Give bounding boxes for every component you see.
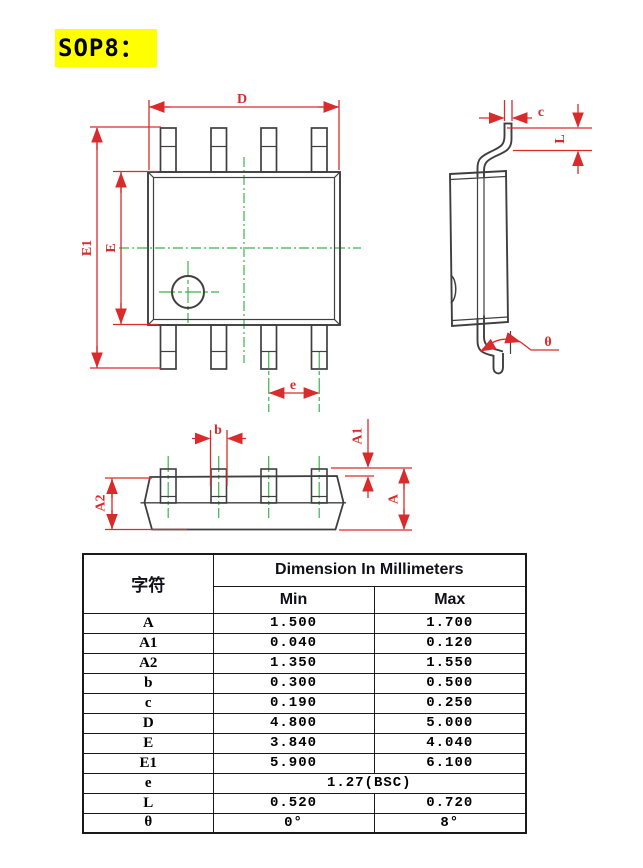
min-cell: 0.040 bbox=[212, 632, 375, 654]
symbol-cell: c bbox=[82, 692, 214, 714]
symbol-cell: L bbox=[82, 792, 214, 814]
symbol-cell: θ bbox=[82, 812, 214, 834]
table-row-b: b 0.300 0.500 bbox=[82, 672, 527, 694]
min-cell: 1.350 bbox=[212, 652, 375, 674]
dimension-units-header: Dimension In Millimeters bbox=[212, 553, 527, 587]
dim-label-c: c bbox=[538, 105, 544, 120]
dim-label-L: L bbox=[553, 134, 568, 143]
dim-label-b: b bbox=[214, 423, 222, 438]
package-body-top-view bbox=[147, 171, 341, 326]
front-pins bbox=[159, 468, 328, 504]
package-drawing: D E1 E e bbox=[80, 92, 592, 531]
dim-label-E1: E1 bbox=[80, 240, 95, 256]
dim-label-e: e bbox=[290, 378, 296, 393]
dim-label-D: D bbox=[237, 92, 247, 107]
table-row-E: E 3.840 4.040 bbox=[82, 732, 527, 754]
min-cell: 0.190 bbox=[212, 692, 375, 714]
symbol-cell: A bbox=[82, 612, 214, 634]
min-cell: 1.500 bbox=[212, 612, 375, 634]
top-pins bbox=[159, 127, 328, 173]
table-row-A2: A2 1.350 1.550 bbox=[82, 652, 527, 674]
table-row-D: D 4.800 5.000 bbox=[82, 712, 527, 734]
table-row-theta: θ 0° 8° bbox=[82, 812, 527, 834]
symbol-cell: E1 bbox=[82, 752, 214, 774]
dim-label-A1: A1 bbox=[351, 427, 366, 444]
span-cell: 1.27(BSC) bbox=[212, 772, 527, 794]
max-cell: 6.100 bbox=[373, 752, 527, 774]
dim-label-A2: A2 bbox=[94, 494, 109, 511]
max-cell: 8° bbox=[373, 812, 527, 834]
min-cell: 0° bbox=[212, 812, 375, 834]
min-cell: 3.840 bbox=[212, 732, 375, 754]
table-row-e: e 1.27(BSC) bbox=[82, 772, 527, 794]
top-view: D E1 E e bbox=[80, 92, 361, 412]
max-cell: 1.700 bbox=[373, 612, 527, 634]
dim-label-theta: θ bbox=[544, 335, 551, 350]
min-cell: 0.300 bbox=[212, 672, 375, 694]
pin1-indicator-circle bbox=[171, 275, 205, 309]
min-cell: 4.800 bbox=[212, 712, 375, 734]
max-cell: 5.000 bbox=[373, 712, 527, 734]
min-cell: 0.520 bbox=[212, 792, 375, 814]
max-cell: 0.720 bbox=[373, 792, 527, 814]
min-column-header: Min bbox=[212, 585, 375, 614]
symbol-cell: b bbox=[82, 672, 214, 694]
table-row-A1: A1 0.040 0.120 bbox=[82, 632, 527, 654]
dimension-table: 字符 Dimension In Millimeters Min Max A 1.… bbox=[82, 553, 528, 834]
table-row-L: L 0.520 0.720 bbox=[82, 792, 527, 814]
dim-label-E: E bbox=[104, 243, 119, 252]
min-cell: 5.900 bbox=[212, 752, 375, 774]
max-column-header: Max bbox=[373, 585, 527, 614]
max-cell: 0.120 bbox=[373, 632, 527, 654]
table-row-E1: E1 5.900 6.100 bbox=[82, 752, 527, 774]
symbol-cell: E bbox=[82, 732, 214, 754]
bottom-pins bbox=[159, 324, 328, 370]
side-view: c L θ bbox=[449, 100, 592, 375]
symbol-cell: A2 bbox=[82, 652, 214, 674]
max-cell: 0.250 bbox=[373, 692, 527, 714]
symbol-column-header: 字符 bbox=[82, 553, 214, 614]
front-view: b A1 A A2 bbox=[94, 419, 412, 531]
symbol-cell: A1 bbox=[82, 632, 214, 654]
table-row-A: A 1.500 1.700 bbox=[82, 612, 527, 634]
page-title: SOP8： bbox=[55, 29, 157, 67]
max-cell: 4.040 bbox=[373, 732, 527, 754]
dim-label-A: A bbox=[387, 493, 402, 504]
max-cell: 0.500 bbox=[373, 672, 527, 694]
package-body-side-view bbox=[449, 169, 509, 328]
symbol-cell: e bbox=[82, 772, 214, 794]
symbol-cell: D bbox=[82, 712, 214, 734]
table-row-c: c 0.190 0.250 bbox=[82, 692, 527, 714]
max-cell: 1.550 bbox=[373, 652, 527, 674]
